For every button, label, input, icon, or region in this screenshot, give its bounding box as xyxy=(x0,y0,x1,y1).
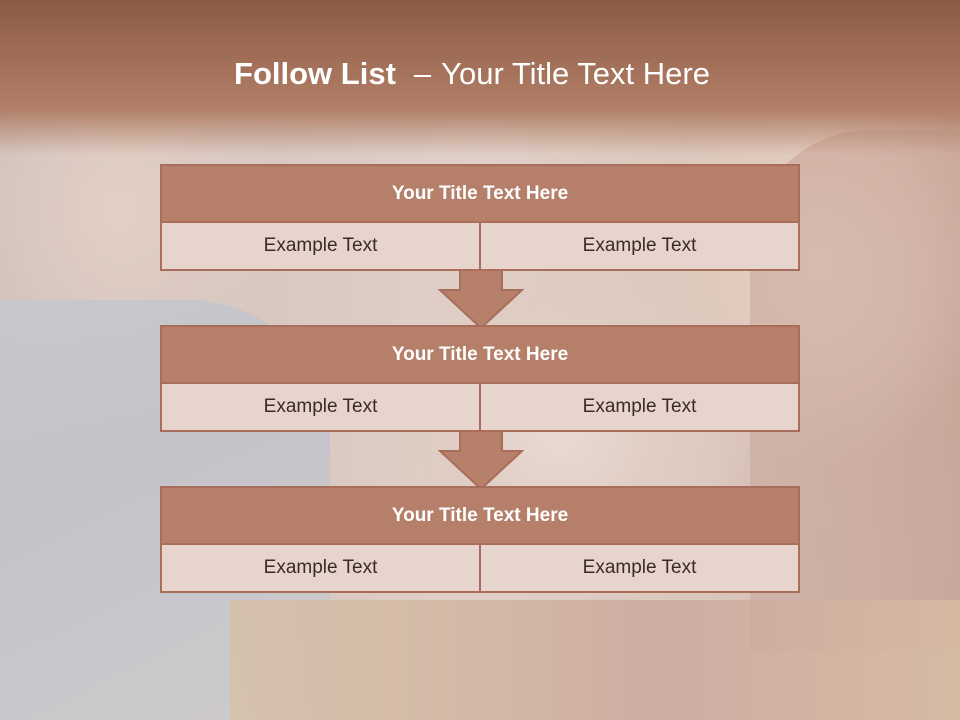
photo-sweater xyxy=(230,600,960,720)
block-row: Example Text Example Text xyxy=(162,223,798,269)
title-separator: – xyxy=(413,56,432,91)
slide-title[interactable]: Follow List–Your Title Text Here xyxy=(0,56,944,92)
header-band xyxy=(0,0,960,155)
block-row: Example Text Example Text xyxy=(162,384,798,430)
block-heading[interactable]: Your Title Text Here xyxy=(162,327,798,384)
follow-block-3[interactable]: Your Title Text Here Example Text Exampl… xyxy=(160,486,800,593)
title-bold: Follow List xyxy=(234,56,396,91)
follow-block-1[interactable]: Your Title Text Here Example Text Exampl… xyxy=(160,164,800,271)
title-rest: Your Title Text Here xyxy=(441,56,710,91)
down-arrow-icon xyxy=(438,270,524,330)
block-cell-right[interactable]: Example Text xyxy=(479,223,798,269)
block-cell-left[interactable]: Example Text xyxy=(162,223,479,269)
block-cell-left[interactable]: Example Text xyxy=(162,545,479,591)
down-arrow-icon xyxy=(438,431,524,491)
block-cell-left[interactable]: Example Text xyxy=(162,384,479,430)
follow-block-2[interactable]: Your Title Text Here Example Text Exampl… xyxy=(160,325,800,432)
block-row: Example Text Example Text xyxy=(162,545,798,591)
block-heading[interactable]: Your Title Text Here xyxy=(162,488,798,545)
block-cell-right[interactable]: Example Text xyxy=(479,384,798,430)
block-cell-right[interactable]: Example Text xyxy=(479,545,798,591)
block-heading[interactable]: Your Title Text Here xyxy=(162,166,798,223)
